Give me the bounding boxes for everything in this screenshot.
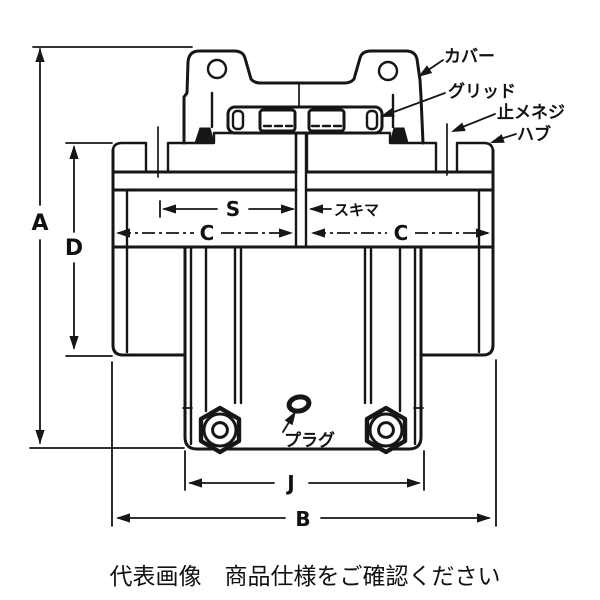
cover-upper-outline: [182, 49, 425, 145]
dim-S: S: [226, 197, 240, 221]
plug-shape: [286, 394, 312, 414]
hub-gap-lines: [294, 131, 308, 249]
dim-A: A: [31, 211, 48, 236]
dim-B: B: [295, 507, 310, 531]
hub-bodies: [111, 131, 495, 357]
dim-C-left: C: [200, 221, 215, 245]
label-grid: グリッド: [448, 81, 516, 102]
cover-lower-half: [182, 245, 424, 455]
label-clearance: スキマ: [334, 201, 379, 219]
caption-text: 代表画像 商品仕様をご確認ください: [110, 564, 501, 590]
dim-C-right: C: [394, 221, 409, 245]
dimension-lines: [29, 46, 497, 527]
seal-right: [389, 127, 409, 144]
dim-J: J: [285, 471, 294, 495]
dim-D: D: [65, 236, 83, 261]
leader-lines: [282, 59, 517, 433]
label-plug: プラグ: [284, 430, 335, 451]
cover-hole-right: [377, 60, 399, 82]
grid-element: [226, 105, 384, 135]
label-hub: ハブ: [517, 124, 551, 145]
bolt-left: [198, 405, 242, 455]
cover-hole-left: [206, 58, 228, 80]
label-cover: カバー: [444, 47, 495, 67]
label-set-screw: 止メネジ: [497, 102, 565, 123]
bolt-right: [364, 405, 408, 455]
seal-left: [194, 127, 215, 144]
